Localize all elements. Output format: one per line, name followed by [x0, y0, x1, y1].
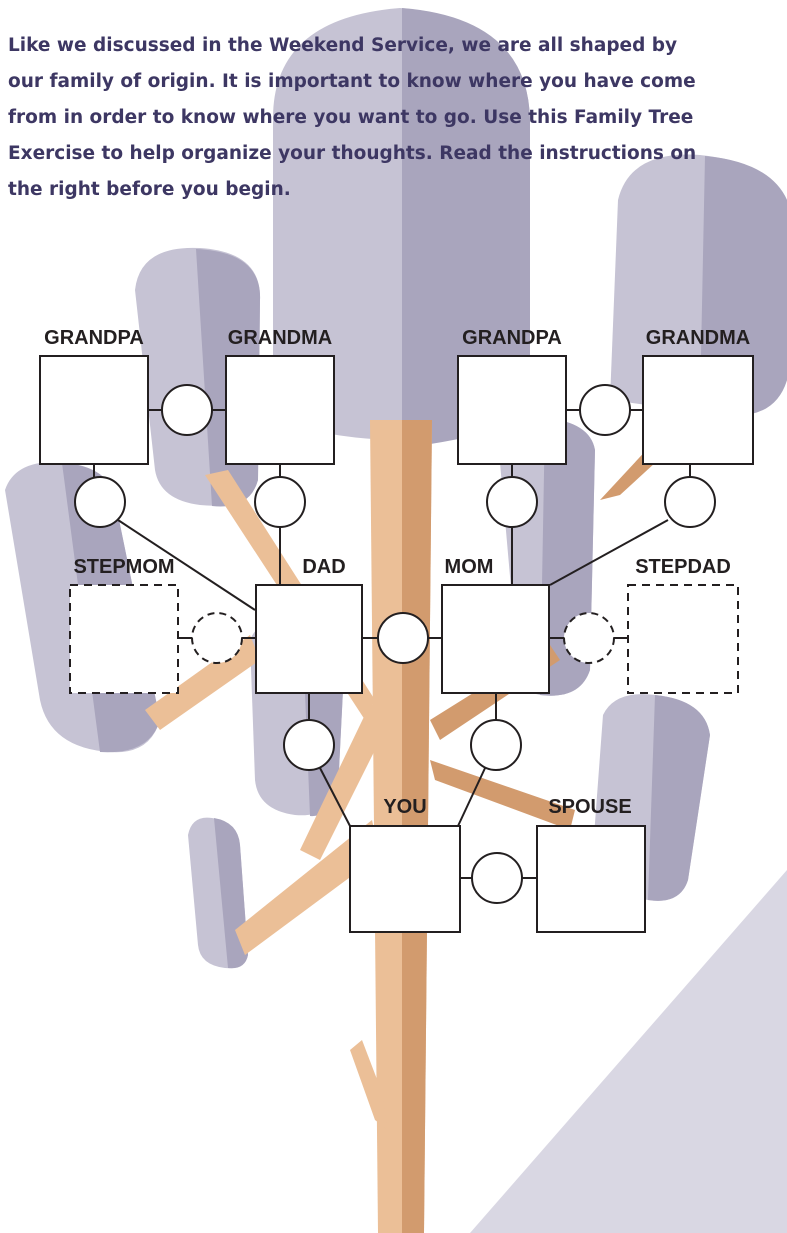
maternal-grandpa-box[interactable]: [457, 355, 567, 465]
stepdad-marriage-circle[interactable]: [563, 612, 615, 664]
connector-lines: [93, 409, 691, 879]
label-stepdad: STEPDAD: [635, 556, 731, 578]
paternal-grandparents-marriage-circle[interactable]: [161, 384, 213, 436]
mom-child-circle[interactable]: [470, 719, 522, 771]
label-maternal-grandpa: GRANDPA: [462, 327, 562, 349]
mom-box[interactable]: [441, 584, 550, 694]
stepmom-marriage-circle[interactable]: [191, 612, 243, 664]
parents-marriage-circle[interactable]: [377, 612, 429, 664]
label-mom: MOM: [444, 556, 494, 578]
spouse-box[interactable]: [536, 825, 646, 933]
spouse-marriage-circle[interactable]: [471, 852, 523, 904]
label-paternal-grandma: GRANDMA: [227, 327, 333, 349]
maternal-grandparents-marriage-circle[interactable]: [579, 384, 631, 436]
label-stepmom: STEPMOM: [73, 556, 175, 578]
intro-paragraph: Like we discussed in the Weekend Service…: [8, 35, 697, 200]
maternal-grandpa-child-circle[interactable]: [486, 476, 538, 528]
paternal-grandpa-child-circle[interactable]: [74, 476, 126, 528]
label-dad: DAD: [302, 556, 346, 578]
label-you: YOU: [383, 796, 427, 818]
dad-child-circle[interactable]: [283, 719, 335, 771]
label-paternal-grandpa: GRANDPA: [44, 327, 144, 349]
label-spouse: SPOUSE: [548, 796, 632, 818]
maternal-grandma-child-circle[interactable]: [664, 476, 716, 528]
ground-shape: [470, 870, 787, 1233]
label-maternal-grandma: GRANDMA: [645, 327, 751, 349]
dad-box[interactable]: [255, 584, 363, 694]
stepmom-box[interactable]: [69, 584, 179, 694]
paternal-grandma-child-circle[interactable]: [254, 476, 306, 528]
you-box[interactable]: [349, 825, 461, 933]
stepdad-box[interactable]: [627, 584, 739, 694]
paternal-grandma-box[interactable]: [225, 355, 335, 465]
paternal-grandpa-box[interactable]: [39, 355, 149, 465]
maternal-grandma-box[interactable]: [642, 355, 754, 465]
